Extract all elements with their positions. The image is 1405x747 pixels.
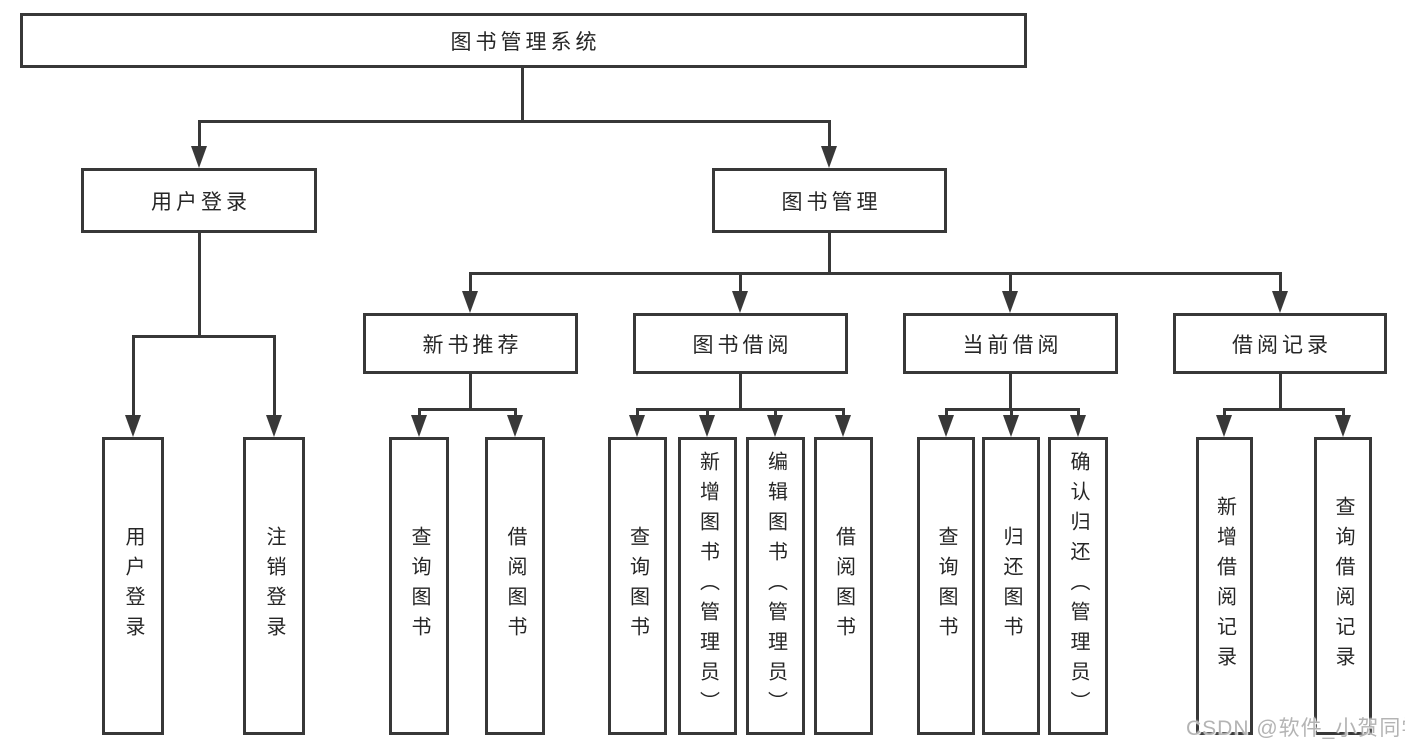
connector-line xyxy=(131,335,276,338)
leaf-query-borrow-record: 查询借阅记录 xyxy=(1314,437,1372,735)
connector-line xyxy=(635,408,845,411)
node-library-management-system: 图书管理系统 xyxy=(20,13,1027,68)
arrow-down-icon xyxy=(1335,408,1351,437)
connector-line xyxy=(520,68,524,120)
leaf-borrow-books: 借阅图书 xyxy=(814,437,873,735)
arrow-down-icon xyxy=(1070,408,1086,437)
arrow-down-icon xyxy=(125,335,141,437)
arrow-down-icon xyxy=(767,408,783,437)
csdn-watermark: CSDN @软件_小贺同学 xyxy=(1186,717,1405,740)
leaf-query-books-borrowing: 查询图书 xyxy=(608,437,667,735)
arrow-down-icon xyxy=(507,408,523,437)
arrow-down-icon xyxy=(1002,272,1018,313)
connector-line xyxy=(1278,374,1282,408)
connector-line xyxy=(197,233,201,335)
leaf-user-login: 用户登录 xyxy=(102,437,164,735)
arrow-down-icon xyxy=(629,408,645,437)
leaf-confirm-return-admin: 确认归还（管理员） xyxy=(1048,437,1108,735)
arrow-down-icon xyxy=(411,408,427,437)
node-borrowing-records: 借阅记录 xyxy=(1173,313,1387,374)
leaf-return-books: 归还图书 xyxy=(982,437,1040,735)
node-new-book-recommendation: 新书推荐 xyxy=(363,313,578,374)
leaf-query-books-current: 查询图书 xyxy=(917,437,975,735)
arrow-down-icon xyxy=(1003,408,1019,437)
connector-line xyxy=(738,374,742,408)
arrow-down-icon xyxy=(699,408,715,437)
node-book-management: 图书管理 xyxy=(712,168,947,233)
leaf-logout: 注销登录 xyxy=(243,437,305,735)
leaf-borrow-books-recommend: 借阅图书 xyxy=(485,437,545,735)
arrow-down-icon xyxy=(938,408,954,437)
arrow-down-icon xyxy=(266,335,282,437)
leaf-query-books-recommend: 查询图书 xyxy=(389,437,449,735)
connector-line xyxy=(468,272,1282,275)
arrow-down-icon xyxy=(1216,408,1232,437)
connector-line xyxy=(417,408,517,411)
connector-line xyxy=(1222,408,1345,411)
arrow-down-icon xyxy=(462,272,478,313)
leaf-edit-books-admin: 编辑图书（管理员） xyxy=(746,437,805,735)
node-user-login: 用户登录 xyxy=(81,168,317,233)
arrow-down-icon xyxy=(835,408,851,437)
connector-line xyxy=(1008,374,1012,408)
arrow-down-icon xyxy=(732,272,748,313)
connector-line xyxy=(827,233,831,272)
node-current-borrowing: 当前借阅 xyxy=(903,313,1118,374)
connector-line xyxy=(197,120,831,123)
leaf-add-books-admin: 新增图书（管理员） xyxy=(678,437,737,735)
node-book-borrowing: 图书借阅 xyxy=(633,313,848,374)
arrow-down-icon xyxy=(191,120,207,168)
arrow-down-icon xyxy=(821,120,837,168)
arrow-down-icon xyxy=(1272,272,1288,313)
leaf-add-borrow-record: 新增借阅记录 xyxy=(1196,437,1253,735)
connector-line xyxy=(468,374,472,408)
